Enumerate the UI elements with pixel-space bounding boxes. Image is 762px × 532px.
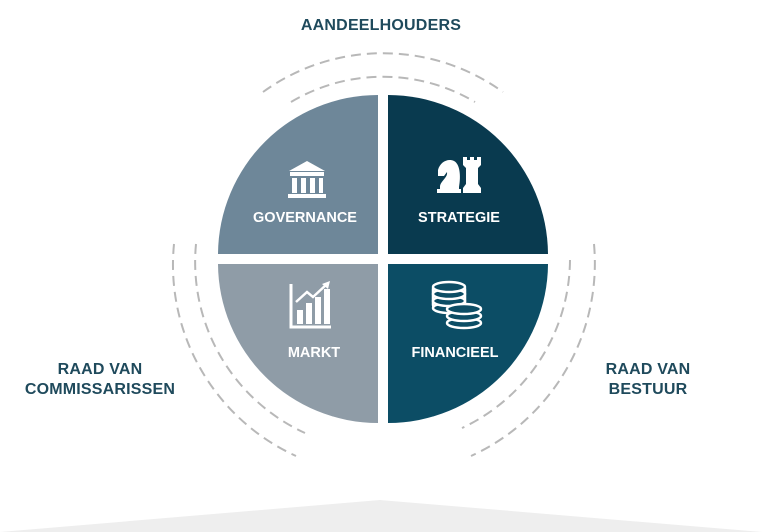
right-outer-arc	[470, 243, 596, 457]
stakeholder-raad-van-bestuur: RAAD VAN BESTUUR	[568, 360, 728, 400]
quadrant-markt	[218, 264, 378, 423]
coin-stacks-icon	[431, 280, 483, 330]
stakeholder-right-line1: RAAD VAN	[605, 361, 691, 378]
quadrant-label-financieel: FINANCIEEL	[412, 345, 499, 361]
dashed-arcs	[171, 52, 596, 457]
quadrant-label-strategie: STRATEGIE	[418, 210, 500, 226]
stakeholder-raad-van-commissarissen: RAAD VAN COMMISSARISSEN	[0, 360, 200, 400]
right-inner-arc	[461, 259, 571, 429]
quadrant-label-governance: GOVERNANCE	[253, 210, 357, 226]
bank-building-icon	[288, 161, 326, 198]
left-outer-arc	[171, 243, 297, 457]
top-inner-arc	[290, 75, 476, 103]
bar-chart-growth-icon	[289, 281, 331, 329]
quadrant-label-markt: MARKT	[288, 345, 340, 361]
top-outer-arc	[262, 52, 504, 93]
quadrant-financieel	[388, 264, 548, 424]
left-inner-arc	[194, 243, 306, 434]
chess-pieces-icon	[437, 157, 481, 193]
stakeholder-right-line2: BESTUUR	[608, 381, 688, 398]
stakeholder-aandeelhouders: AANDEELHOUDERS	[0, 16, 762, 36]
stakeholder-left-line1: RAAD VAN	[57, 361, 143, 378]
stakeholder-left-line2: COMMISSARISSEN	[24, 381, 176, 398]
ground-platform	[0, 500, 762, 532]
stakeholder-top-label: AANDEELHOUDERS	[300, 17, 462, 34]
